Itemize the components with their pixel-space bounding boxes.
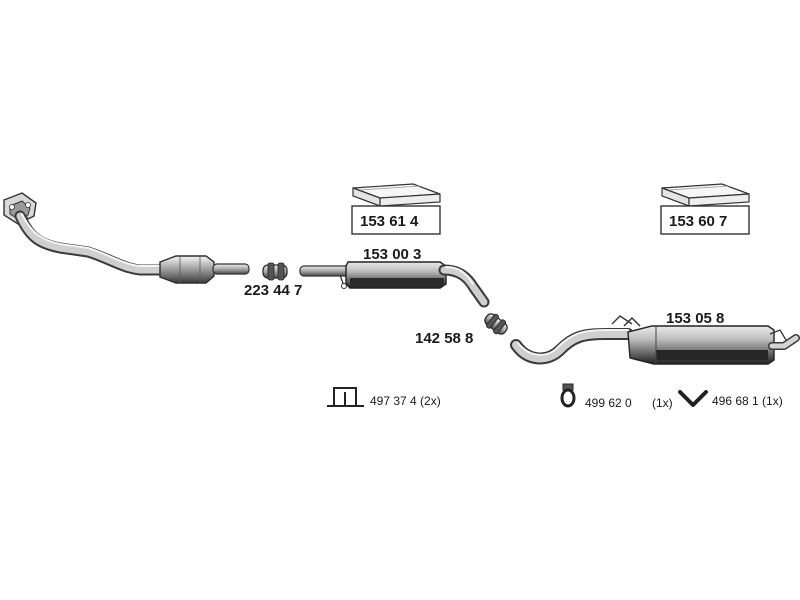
hardware-label-499620: 499 62 0	[585, 396, 632, 410]
part-label-142588: 142 58 8	[415, 330, 473, 347]
kit-box-label-153614: 153 61 4	[360, 213, 419, 230]
clamp-142588	[484, 313, 508, 335]
rubber-ring-icon	[560, 383, 576, 408]
part-label-223447: 223 44 7	[244, 282, 302, 299]
clamp-223447	[262, 262, 288, 281]
front-pipe	[3, 192, 250, 284]
bracket-icon	[327, 387, 364, 407]
hardware-qty-499620: (1x)	[652, 396, 673, 410]
hardware-label-496681: 496 68 1 (1x)	[712, 394, 783, 408]
part-label-153003: 153 00 3	[363, 246, 421, 263]
rear-silencer	[510, 315, 800, 365]
catalytic-converter	[159, 255, 215, 284]
hanger-icon	[678, 390, 708, 407]
kit-box-153614	[351, 183, 441, 235]
kit-box-label-153607: 153 60 7	[669, 213, 727, 230]
middle-silencer-pipe	[299, 261, 490, 308]
hardware-label-497374: 497 37 4 (2x)	[370, 394, 441, 408]
kit-box-153607	[660, 183, 750, 235]
part-label-153058: 153 05 8	[666, 310, 724, 327]
